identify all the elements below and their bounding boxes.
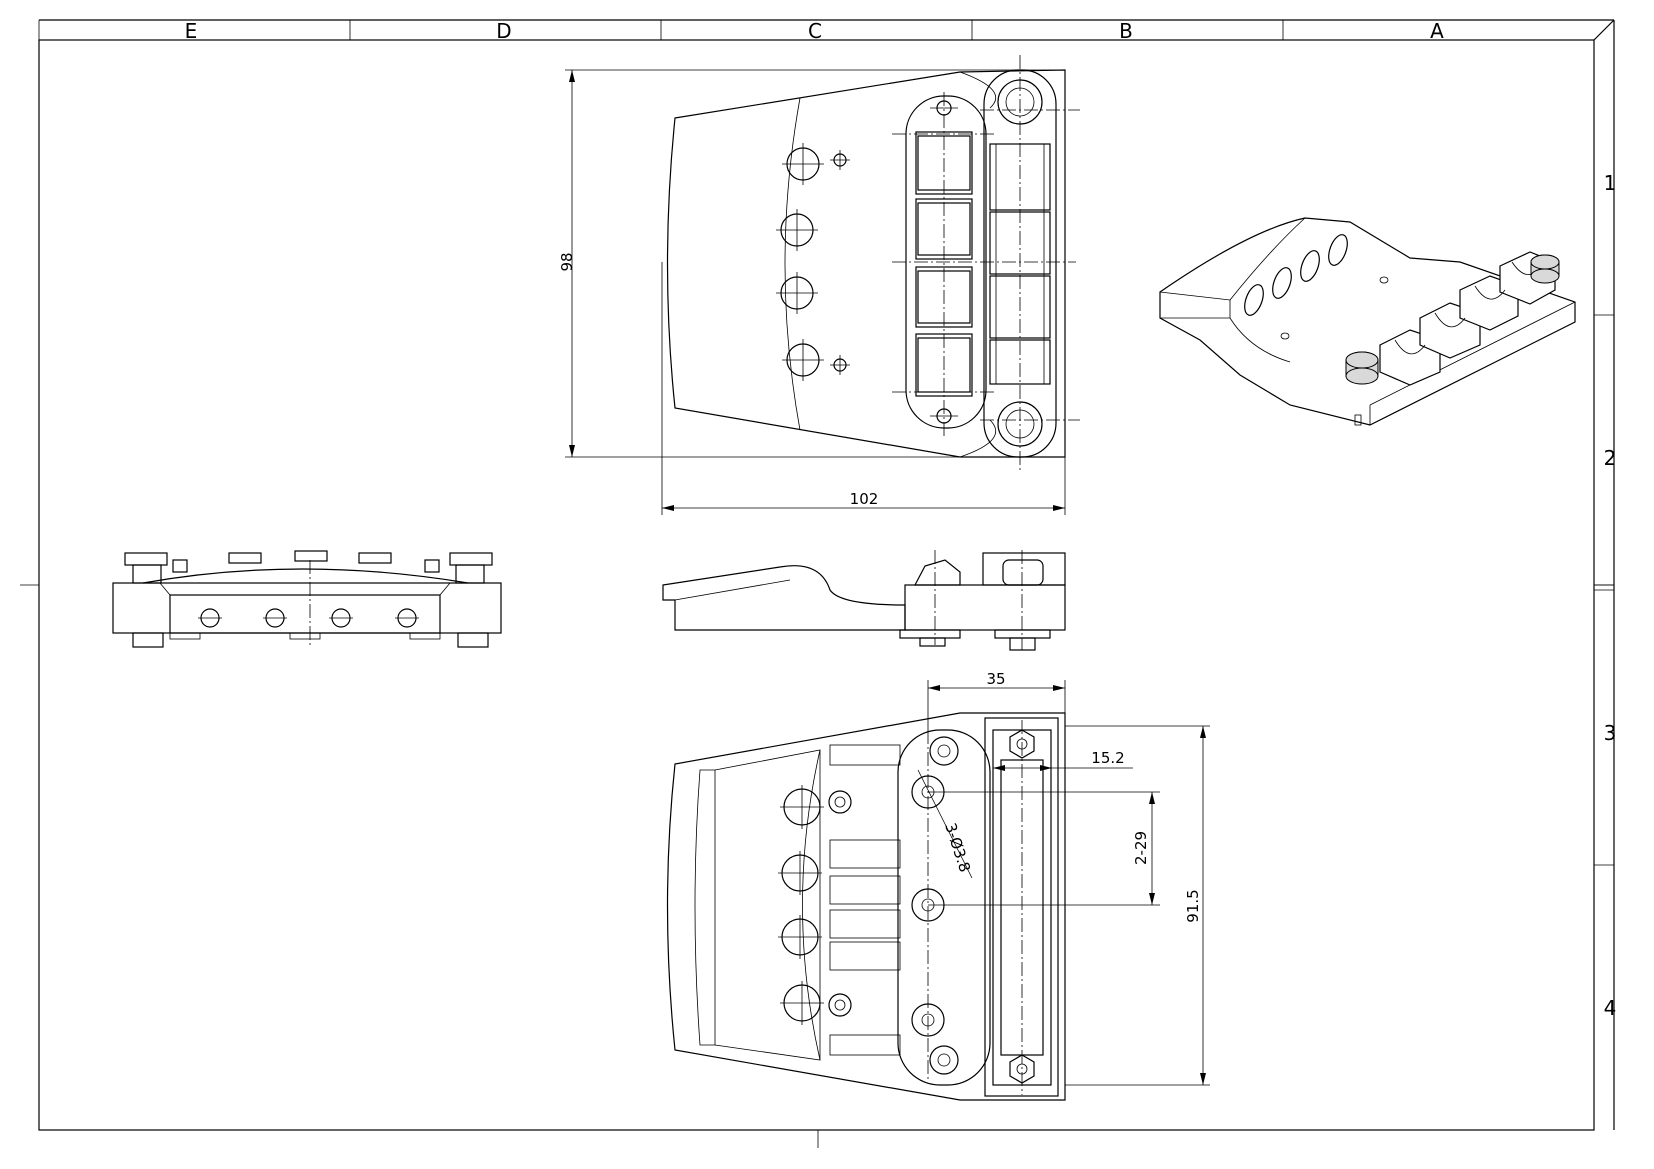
side-view bbox=[662, 550, 1066, 651]
bottom-view-mount-holes bbox=[911, 736, 959, 1075]
dim-2-29-label: 2-29 bbox=[1132, 831, 1150, 865]
column-label-c: C bbox=[808, 19, 822, 43]
bottom-view: 3-Ø3.8 35 15.2 2-29 91.5 bbox=[666, 670, 1210, 1101]
top-view-holes bbox=[776, 143, 850, 381]
dim-98-label: 98 bbox=[558, 252, 576, 271]
top-view-rails bbox=[989, 143, 1051, 385]
dim-102-label: 102 bbox=[850, 490, 879, 508]
bottom-view-slots bbox=[829, 744, 901, 1056]
top-view-saddles bbox=[915, 131, 973, 397]
isometric-saddles bbox=[1379, 251, 1556, 386]
column-label-a: A bbox=[1430, 19, 1444, 43]
top-view: 98 102 bbox=[558, 55, 1080, 515]
front-view-holes bbox=[198, 608, 419, 628]
row-label-1: 1 bbox=[1604, 171, 1617, 195]
row-label-4: 4 bbox=[1604, 996, 1617, 1020]
isometric-holes bbox=[1244, 234, 1389, 340]
dim-91-5-label: 91.5 bbox=[1184, 889, 1202, 922]
bottom-view-holes bbox=[778, 785, 852, 1025]
column-label-e: E bbox=[185, 19, 198, 43]
hole-spec-label: 3-Ø3.8 bbox=[941, 821, 974, 875]
front-view-saddles bbox=[124, 550, 493, 584]
isometric-view bbox=[1159, 217, 1576, 426]
column-labels: E D C B A bbox=[185, 19, 1444, 43]
dim-35-label: 35 bbox=[986, 670, 1005, 688]
drawing-frame bbox=[20, 19, 1615, 1148]
row-label-2: 2 bbox=[1604, 446, 1617, 470]
column-label-b: B bbox=[1119, 19, 1133, 43]
isometric-thumbwheels bbox=[1345, 254, 1560, 385]
front-view bbox=[112, 550, 502, 648]
row-labels: 1 2 3 4 bbox=[1604, 171, 1617, 1020]
row-label-3: 3 bbox=[1604, 721, 1617, 745]
column-label-d: D bbox=[496, 19, 511, 43]
dim-15-2-label: 15.2 bbox=[1091, 749, 1124, 767]
